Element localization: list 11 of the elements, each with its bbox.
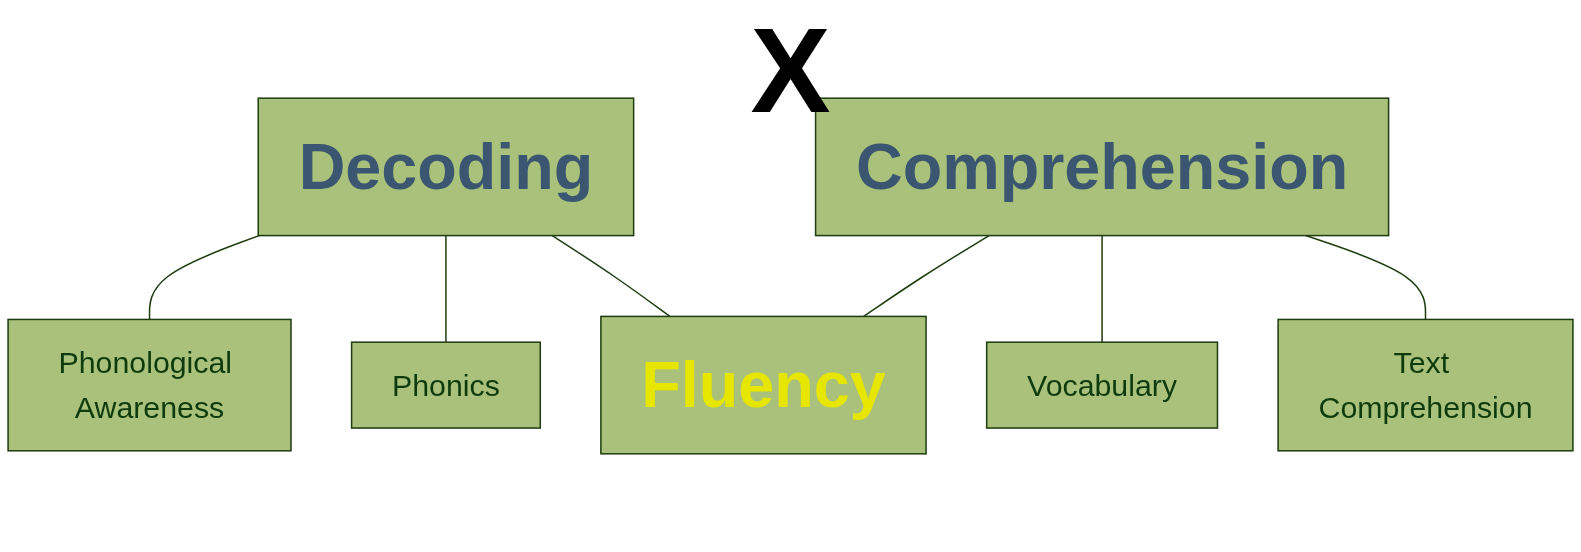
- connector: [551, 234, 671, 318]
- connector: [148, 234, 261, 321]
- connector: [445, 234, 447, 343]
- node-box: Phonological Awareness: [7, 318, 292, 452]
- connector: [1101, 234, 1103, 343]
- node-box: Phonics: [350, 341, 542, 429]
- node-box: Decoding: [257, 97, 635, 237]
- node-box: Vocabulary: [985, 341, 1219, 429]
- connector: [862, 234, 990, 318]
- node-box: Fluency: [600, 315, 927, 455]
- node-box: Text Comprehension: [1277, 318, 1574, 452]
